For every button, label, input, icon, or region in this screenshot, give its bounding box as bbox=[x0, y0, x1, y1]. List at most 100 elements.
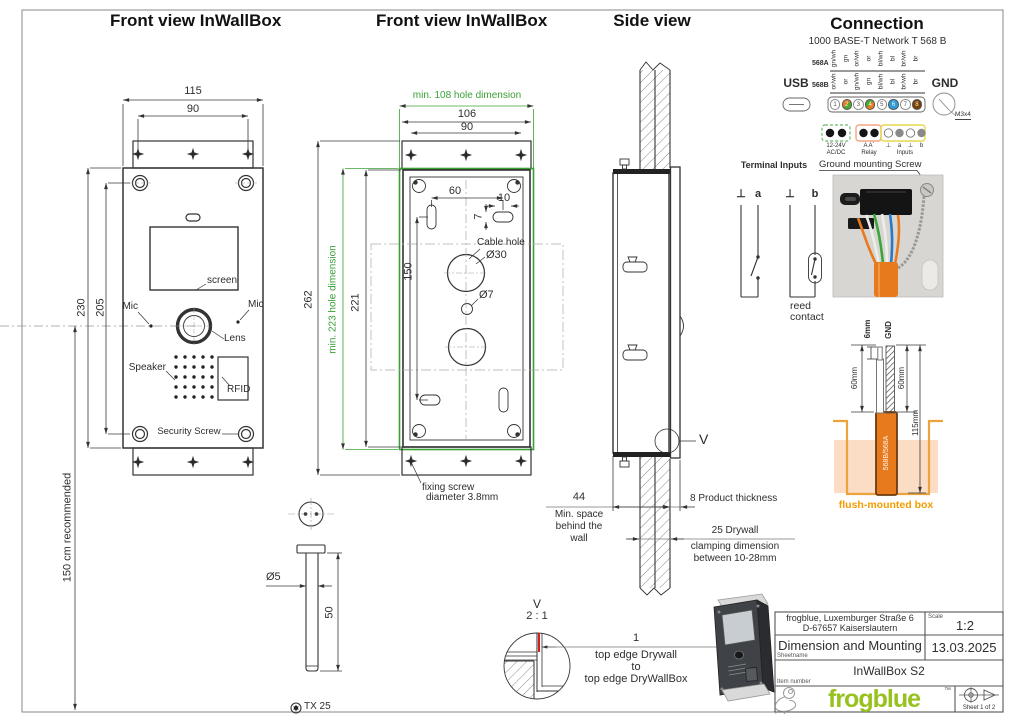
label-min-space-3: wall bbox=[570, 533, 588, 544]
label-cable-hole: Cable hole bbox=[477, 237, 525, 248]
inputs-label: Inputs bbox=[896, 150, 914, 156]
label-product-thickness: 8 Product thickness bbox=[690, 493, 778, 504]
t568b-wire-0: or/wh bbox=[830, 73, 838, 90]
t568a-row-label: 568A bbox=[812, 60, 829, 67]
network-standard-label: 1000 BASE-T Network T 568 B bbox=[808, 36, 947, 47]
t568b-wire-5: bl bbox=[889, 78, 897, 85]
screw-detail-drawing bbox=[288, 498, 334, 714]
rj45-pin-8: 8 bbox=[911, 99, 923, 110]
flush-dim-60-right: 60mm bbox=[896, 366, 906, 390]
schematic-terminal-a: a bbox=[754, 188, 762, 200]
power-label-1: 12-24V bbox=[826, 143, 846, 149]
front-view-1-drawing bbox=[0, 140, 264, 476]
dim-150: 150 bbox=[402, 262, 415, 281]
detail-v-scale: 2 : 1 bbox=[526, 610, 548, 622]
frog-logo-icon bbox=[774, 687, 797, 715]
titleblock-item-value: InWallBox S2 bbox=[853, 664, 925, 678]
schematic-terminal-gnd-a: ⊥ bbox=[736, 188, 746, 200]
titleblock-sheet-number: Sheet 1 of 2 bbox=[962, 705, 996, 711]
front-view-1-title: Front view InWallBox bbox=[110, 11, 282, 30]
gnd-screw-size: M3x4 bbox=[955, 111, 971, 120]
front-view-2-drawing bbox=[370, 140, 564, 484]
flush-dim-115mm: 115mm bbox=[910, 409, 920, 437]
label-rfid: RFID bbox=[227, 384, 251, 395]
front-view-2-title: Front view InWallBox bbox=[376, 11, 548, 30]
t568b-wire-7: br bbox=[912, 78, 920, 85]
frogblue-logo-text: frogblue bbox=[828, 685, 921, 713]
label-speaker: Speaker bbox=[128, 362, 166, 373]
label-fixing-screw-2: diameter 3.8mm bbox=[426, 492, 499, 503]
flush-dim-6mm: 6mm bbox=[862, 319, 872, 339]
relay-label-2: Relay bbox=[861, 150, 877, 156]
rj45-pin-1: 1 bbox=[829, 99, 841, 110]
titleblock-address-1: frogblue, Luxemburger Straße 6 bbox=[786, 613, 914, 623]
gnd-label: GND bbox=[931, 76, 959, 90]
label-screen: screen bbox=[207, 275, 238, 286]
dim-205: 205 bbox=[94, 298, 107, 317]
titleblock-date: 13.03.2025 bbox=[931, 640, 997, 655]
power-label-2: AC/DC bbox=[826, 150, 846, 156]
label-min-space-1: Min. space bbox=[554, 509, 604, 520]
label-min-space-2: behind the bbox=[555, 521, 603, 532]
side-view-dimensions bbox=[546, 456, 795, 541]
side-view-drawing bbox=[612, 61, 696, 596]
label-mic-left: Mic bbox=[122, 301, 138, 312]
dim-115: 115 bbox=[184, 85, 202, 97]
schematic-terminal-b: b bbox=[811, 188, 819, 200]
pin-number: 6 bbox=[891, 101, 896, 108]
detail-v-drawing bbox=[503, 632, 718, 700]
label-tx25: TX 25 bbox=[304, 701, 331, 712]
title-block-frame bbox=[774, 611, 1004, 713]
speaker-grid bbox=[174, 355, 214, 399]
terminal-inputs-label: Terminal Inputs bbox=[740, 160, 808, 170]
t568b-wire-6: br/wh bbox=[900, 73, 908, 90]
detail-label-3: top edge DryWallBox bbox=[584, 673, 688, 685]
flush-box-dimensions bbox=[851, 344, 926, 494]
dim-50: 50 bbox=[323, 606, 336, 619]
rj45-pin-3: 3 bbox=[853, 99, 864, 110]
usb-label: USB bbox=[783, 76, 809, 90]
titleblock-scale-value: 1:2 bbox=[955, 618, 975, 633]
reed-contact-label-2: contact bbox=[790, 311, 824, 323]
label-lens: Lens bbox=[224, 333, 246, 344]
connection-drawing bbox=[740, 70, 957, 298]
label-fixing-screw-1: fixing screw bbox=[422, 482, 475, 493]
label-mic-right: Mic bbox=[248, 299, 264, 310]
titleblock-sheetname: Dimension and Mounting bbox=[778, 638, 922, 653]
front-view-1-dimensions bbox=[73, 98, 264, 710]
t568b-wire-4: bl/wh bbox=[877, 73, 885, 90]
label-drywall-2: clamping dimension bbox=[690, 541, 780, 552]
dim-44: 44 bbox=[572, 491, 586, 503]
detail-ref-marker: V bbox=[699, 431, 709, 447]
t568b-wire-1: or bbox=[842, 78, 850, 85]
dim-106: 106 bbox=[457, 108, 477, 120]
detail-v-letter: V bbox=[532, 597, 541, 611]
flush-gnd-label: GND bbox=[883, 321, 893, 339]
label-security-screw: Security Screw bbox=[157, 426, 221, 437]
dim-min-223: min. 223 hole dimension bbox=[327, 245, 339, 354]
pin-number: 5 bbox=[880, 101, 884, 108]
pin-number: 4 bbox=[868, 101, 872, 108]
titleblock-address-2: D-67657 Kaiserslautern bbox=[802, 623, 898, 633]
input-terminal-1: a bbox=[897, 143, 902, 149]
connection-title: Connection bbox=[830, 14, 924, 33]
front-view-2-dimensions bbox=[316, 104, 534, 476]
pin-number: 7 bbox=[903, 101, 907, 108]
schematic-terminal-gnd-b: ⊥ bbox=[785, 188, 795, 200]
ground-screw-photo bbox=[832, 174, 944, 298]
rj45-pin-2: 2 bbox=[841, 99, 852, 110]
dim-262: 262 bbox=[302, 290, 315, 309]
flush-caption: flush-mounted box bbox=[838, 499, 934, 511]
device-3d-render bbox=[713, 593, 775, 702]
pin-number: 2 bbox=[845, 101, 849, 108]
rj45-pin-6: 6 bbox=[888, 99, 899, 110]
label-drywall-1: 25 Drywall bbox=[711, 525, 759, 536]
titleblock-scale-label: Scale bbox=[928, 614, 944, 620]
dim-90-hole: 90 bbox=[460, 121, 474, 133]
dim-dia-7: Ø7 bbox=[479, 289, 494, 301]
rj45-pin-4: 4 bbox=[864, 99, 876, 110]
detail-label-2: to bbox=[631, 661, 641, 673]
ground-mounting-screw-label: Ground mounting Screw bbox=[819, 159, 922, 170]
screw-detail-dimensions bbox=[266, 552, 342, 672]
frogblue-tm: ™ bbox=[944, 687, 951, 694]
